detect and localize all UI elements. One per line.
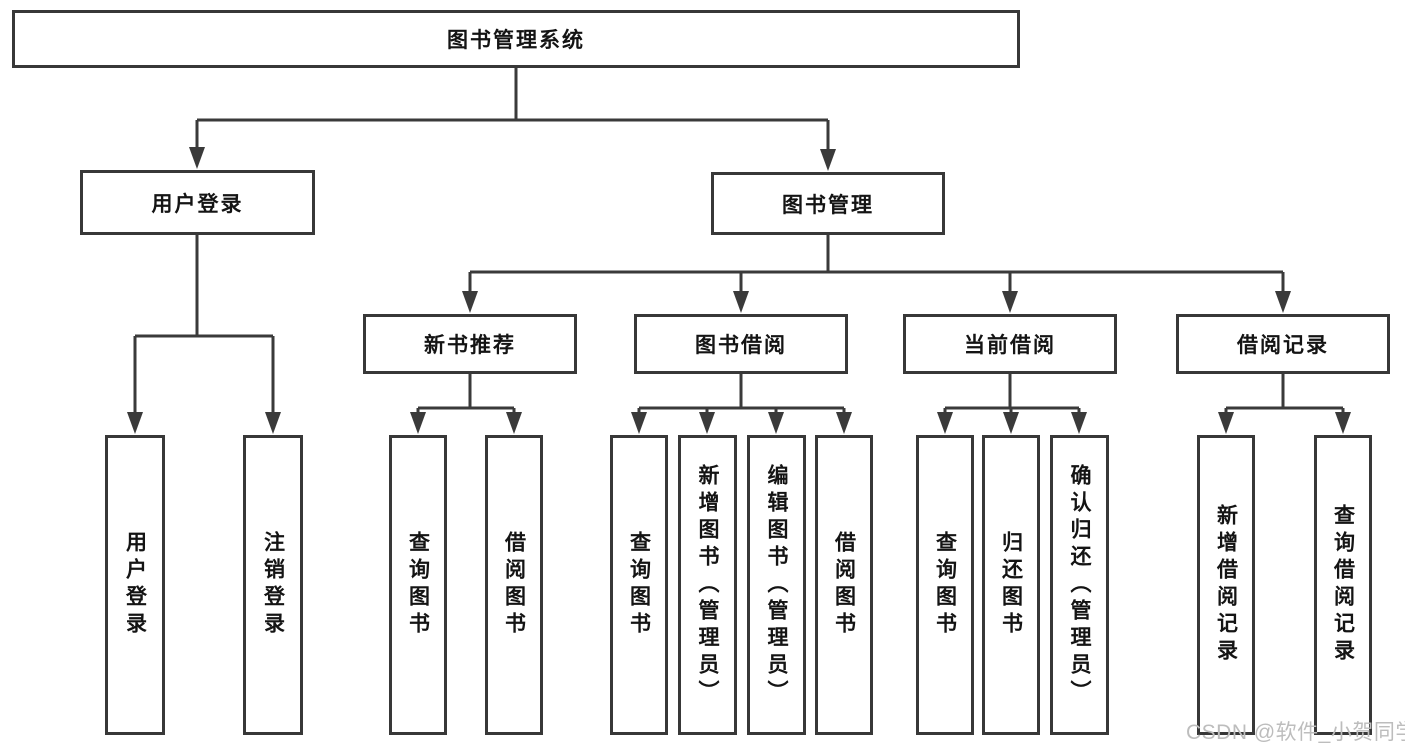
leaf-confirm-return-admin: 确认归还（管理员） xyxy=(1050,435,1109,735)
arrow-to-borrow-records xyxy=(1275,291,1291,313)
leaf-logout: 注销登录 xyxy=(243,435,303,735)
connector-book-borrow xyxy=(637,374,846,414)
leaf-return-book: 归还图书 xyxy=(982,435,1040,735)
arrow-to-leaf-add-book xyxy=(699,412,715,434)
leaf-query-books-current: 查询图书 xyxy=(916,435,974,735)
arrow-to-leaf-borrow-books xyxy=(836,412,852,434)
arrow-to-leaf-query-books-current xyxy=(937,412,953,434)
leaf-borrow-books: 借阅图书 xyxy=(815,435,873,735)
node-book-borrow: 图书借阅 xyxy=(634,314,848,374)
leaf-query-books-borrow: 查询图书 xyxy=(610,435,668,735)
arrow-to-leaf-confirm-return xyxy=(1071,412,1087,434)
arrow-to-user-login xyxy=(189,147,205,169)
leaf-add-book-admin: 新增图书（管理员） xyxy=(678,435,737,735)
arrow-to-book-borrow xyxy=(733,291,749,313)
leaf-add-borrow-record: 新增借阅记录 xyxy=(1197,435,1255,735)
leaf-borrow-books-recommend: 借阅图书 xyxy=(485,435,543,735)
arrow-to-leaf-edit-book xyxy=(768,412,784,434)
leaf-query-borrow-record: 查询借阅记录 xyxy=(1314,435,1372,735)
node-current-borrow: 当前借阅 xyxy=(903,314,1117,374)
arrow-to-leaf-query-borrow-record xyxy=(1335,412,1351,434)
connector-root xyxy=(195,68,830,151)
node-new-book-recommend: 新书推荐 xyxy=(363,314,577,374)
leaf-query-books-recommend: 查询图书 xyxy=(389,435,447,735)
arrow-to-leaf-borrow-books-recommend xyxy=(506,412,522,434)
connector-current-borrow xyxy=(943,374,1081,414)
arrow-to-book-management xyxy=(820,149,836,171)
connector-new-book-recommend xyxy=(416,374,516,414)
arrow-to-leaf-user-login xyxy=(127,412,143,434)
arrow-to-leaf-query-books-borrow xyxy=(631,412,647,434)
node-borrow-records: 借阅记录 xyxy=(1176,314,1390,374)
arrow-to-leaf-logout xyxy=(265,412,281,434)
node-book-management: 图书管理 xyxy=(711,172,945,235)
arrow-to-leaf-query-books-recommend xyxy=(410,412,426,434)
node-root-library-system: 图书管理系统 xyxy=(12,10,1020,68)
connector-book-management xyxy=(468,235,1285,292)
arrow-to-new-book-recommend xyxy=(462,291,478,313)
connector-user-login xyxy=(133,235,275,414)
arrow-to-current-borrow xyxy=(1002,291,1018,313)
csdn-watermark: CSDN @软件_小贺同学 xyxy=(1186,721,1405,744)
connector-borrow-records xyxy=(1224,374,1345,414)
leaf-user-login: 用户登录 xyxy=(105,435,165,735)
arrow-to-leaf-add-borrow-record xyxy=(1218,412,1234,434)
arrow-to-leaf-return-book xyxy=(1003,412,1019,434)
leaf-edit-book-admin: 编辑图书（管理员） xyxy=(747,435,806,735)
node-user-login: 用户登录 xyxy=(80,170,315,235)
